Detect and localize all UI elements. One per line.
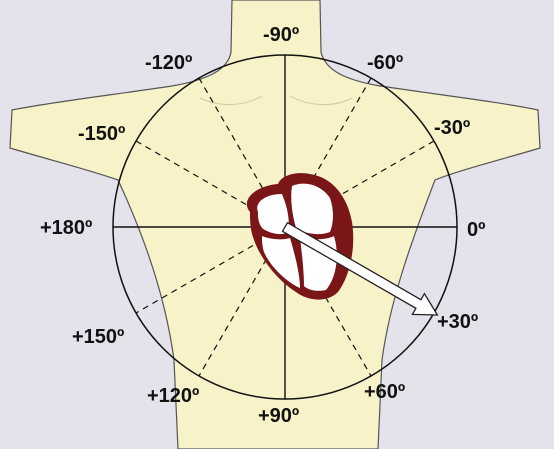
label-pos90: +90º [258,405,299,427]
label-zero: 0º [467,219,485,241]
label-pos30: +30º [437,311,478,333]
axis-line-dashed-60 [198,77,372,377]
collarbone-sketch-right [289,95,353,106]
mean-axis-arrow-shape [281,221,439,316]
label-pos150: +150º [72,326,124,348]
label-neg150: -150º [78,123,125,145]
axis-line-dashed-150 [135,140,435,314]
label-neg30: -30º [434,117,470,139]
collarbone-sketch-left [199,95,263,106]
mean-axis-arrow [281,221,439,316]
label-pos120: +120º [147,385,199,407]
label-neg60: -60º [367,52,403,74]
label-neg120: -120º [145,52,192,74]
axis-line-dashed-120 [198,77,372,377]
label-pos60: +60º [364,381,405,403]
label-neg90: -90º [263,24,299,46]
heart-right-chamber [291,183,333,235]
heart-left-chamber [257,194,289,235]
heart-ventricle-left [262,236,300,288]
label-pos180: +180º [40,217,92,239]
